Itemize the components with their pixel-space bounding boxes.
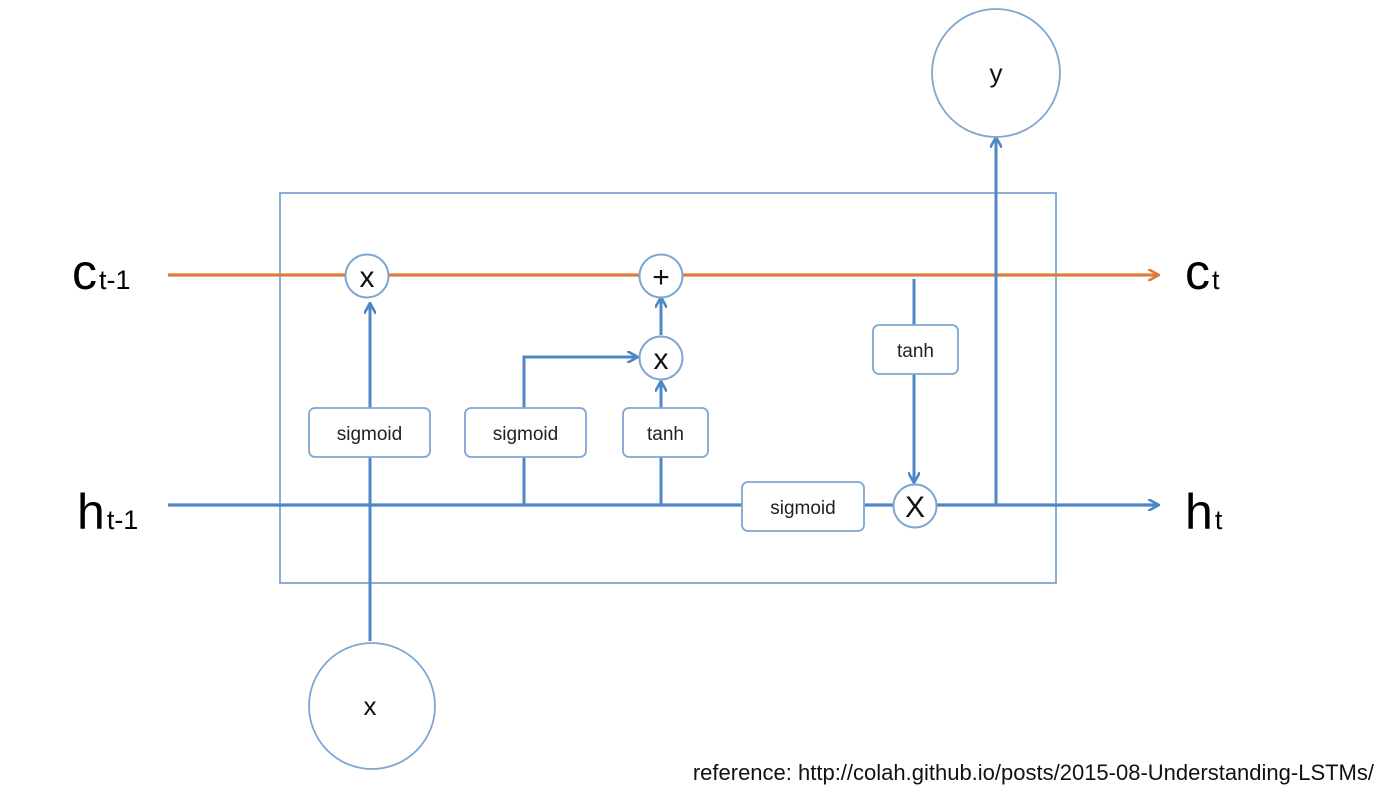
forget-gate-label: sigmoid xyxy=(337,424,402,445)
forget-gate-box: sigmoid xyxy=(308,407,431,458)
output-node: y xyxy=(931,8,1061,138)
cell-add-op: + xyxy=(638,253,684,299)
cell-add-symbol: + xyxy=(652,261,670,294)
output-multiply-symbol: X xyxy=(905,491,925,524)
output-node-label: y xyxy=(990,58,1003,88)
candidate-label: tanh xyxy=(647,424,684,445)
output-gate-label: sigmoid xyxy=(770,498,835,519)
candidate-box: tanh xyxy=(622,407,709,458)
output-gate-box: sigmoid xyxy=(741,481,865,532)
c-next-label: ct xyxy=(1185,244,1220,300)
cell-tanh-label: tanh xyxy=(897,341,934,362)
input-node: x xyxy=(308,642,436,770)
input-multiply-op: x xyxy=(638,335,684,381)
cell-tanh-box: tanh xyxy=(872,324,959,375)
reference-text: reference: http://colah.github.io/posts/… xyxy=(693,760,1375,785)
input-node-label: x xyxy=(364,691,377,721)
forget-multiply-op: x xyxy=(344,253,390,299)
lstm-cell-box xyxy=(279,192,1057,584)
h-prev-label: ht-1 xyxy=(77,484,138,540)
input-multiply-symbol: x xyxy=(654,343,669,376)
output-multiply-op: X xyxy=(892,483,938,529)
input-gate-label: sigmoid xyxy=(493,424,558,445)
c-prev-label: ct-1 xyxy=(72,244,131,300)
input-gate-box: sigmoid xyxy=(464,407,587,458)
h-next-label: ht xyxy=(1185,484,1223,540)
forget-multiply-symbol: x xyxy=(360,261,375,294)
